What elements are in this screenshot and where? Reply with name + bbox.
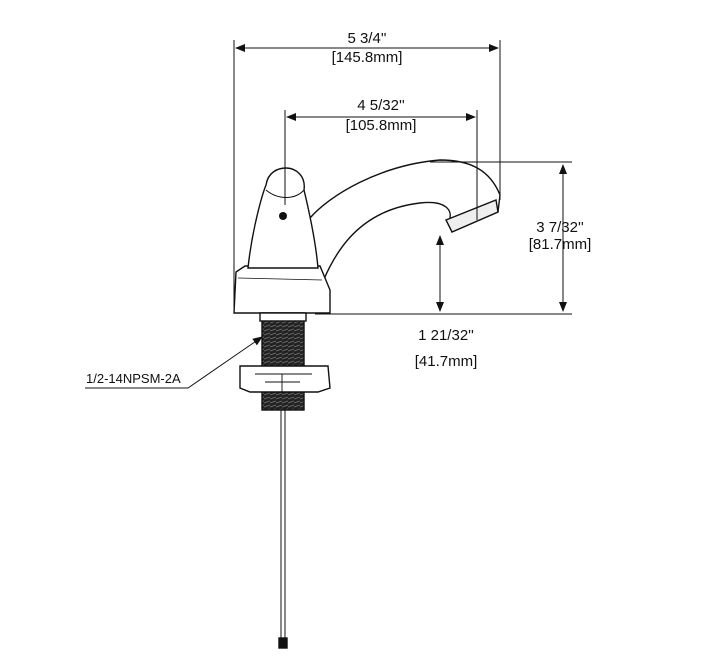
mounting-nut: [239, 365, 331, 393]
overall-width-metric: [145.8mm]: [332, 49, 403, 66]
spout-height-imperial: 1 21/32'': [418, 327, 474, 344]
faucet-illustration: [233, 159, 501, 649]
thread-spec-callout: 1/2-14NPSM-2A: [86, 371, 181, 386]
overall-height-metric: [81.7mm]: [529, 236, 592, 253]
overall-height-imperial: 3 7/32'': [536, 219, 584, 236]
dimension-lines: [85, 40, 572, 389]
faucet-spout: [309, 159, 501, 314]
spout-reach-metric: [105.8mm]: [346, 117, 417, 134]
supply-rod: [280, 410, 286, 638]
faucet-base: [233, 265, 331, 314]
spout-height-metric: [41.7mm]: [415, 353, 478, 370]
spout-reach-imperial: 4 5/32'': [357, 97, 405, 114]
overall-width-imperial: 5 3/4'': [347, 30, 386, 47]
thread-shank: [261, 312, 305, 411]
